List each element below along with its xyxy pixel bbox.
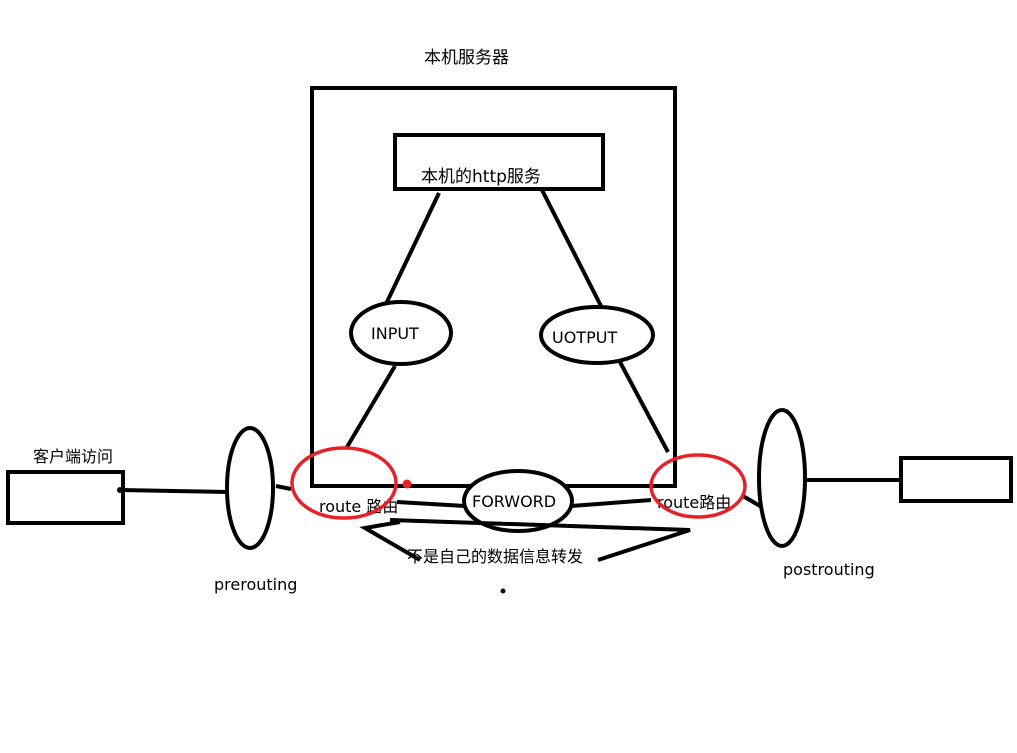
forward-chain-label: FORWORD (472, 492, 556, 511)
connector-input-route (345, 364, 397, 449)
forwarding-bracket-left (359, 520, 422, 562)
route-left-highlight (290, 446, 398, 520)
http-service-box (393, 133, 605, 191)
connector-client-prerouting (118, 488, 229, 494)
connector-prerouting-route (275, 484, 292, 491)
prerouting-ellipse (225, 426, 275, 550)
client-box (6, 470, 125, 525)
connector-route-postrouting (741, 494, 762, 508)
client-label: 客户端访问 (33, 447, 113, 466)
forwarding-bracket (389, 518, 691, 562)
stray-dot (500, 588, 506, 594)
output-chain-label: UOTPUT (552, 328, 617, 347)
route-left-red-dot (402, 479, 412, 489)
connector-http-input (384, 192, 441, 305)
http-service-label: 本机的http服务 (421, 167, 541, 187)
connector-http-output (540, 189, 603, 307)
connector-forward-route (570, 498, 652, 508)
forward-note: 不是自己的数据信息转发 (407, 547, 583, 566)
route-right-label: route路由 (657, 493, 731, 512)
postrouting-ellipse (757, 408, 807, 548)
route-left-label: route 路由 (319, 497, 398, 516)
prerouting-label: prerouting (214, 575, 297, 594)
connector-route-forward (396, 500, 466, 508)
server-box (310, 86, 677, 488)
client-endpoint-dot (117, 487, 123, 493)
connector-output-route (618, 361, 670, 453)
destination-box (899, 456, 1013, 503)
route-right-highlight (649, 453, 747, 519)
input-chain-label: INPUT (371, 324, 419, 343)
postrouting-label: postrouting (783, 560, 875, 579)
forward-chain-ellipse (462, 469, 574, 533)
output-chain-ellipse (539, 305, 655, 365)
input-chain-ellipse (349, 300, 453, 366)
server-title: 本机服务器 (424, 48, 509, 68)
